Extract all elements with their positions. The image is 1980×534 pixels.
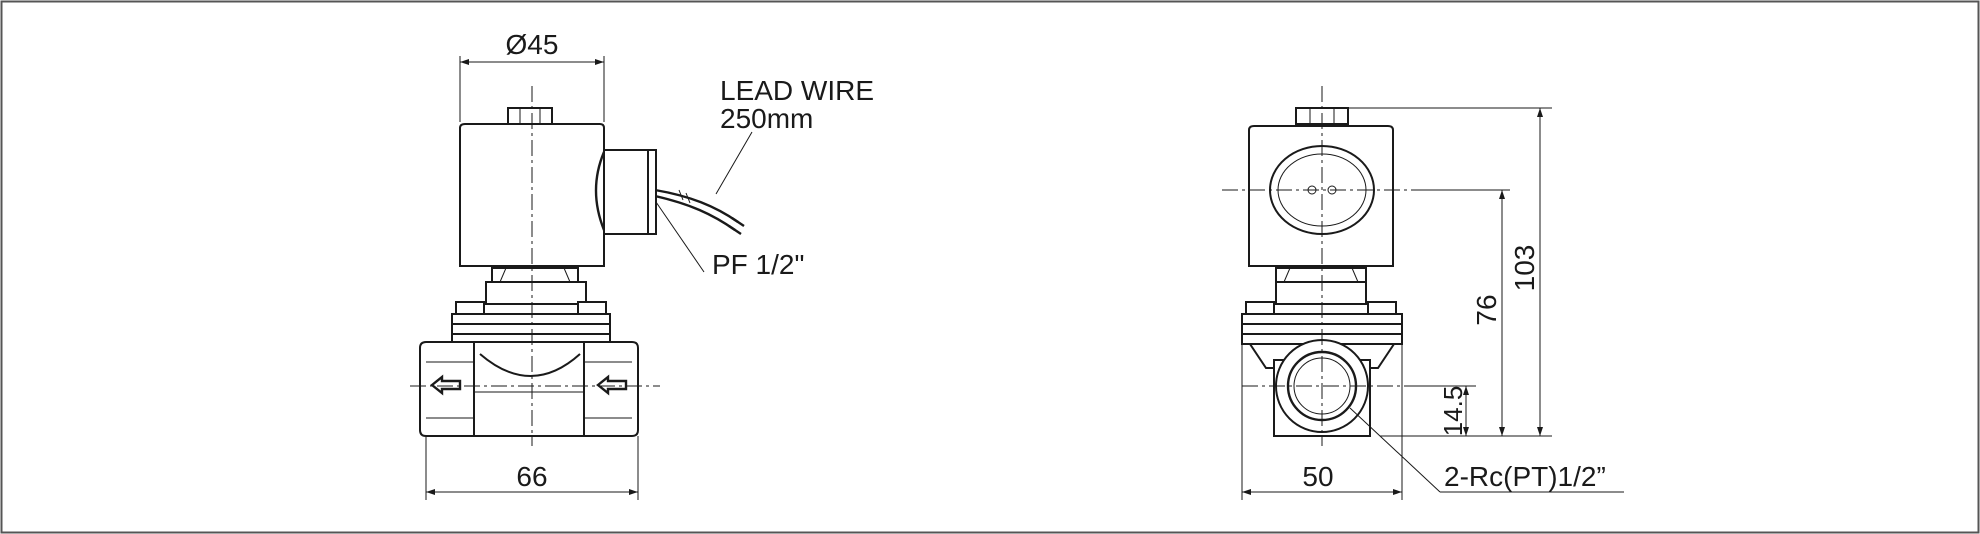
diameter-dimension: [459, 56, 605, 122]
top-nut: [507, 107, 553, 125]
front-view: Ø45 LEAD WIRE 250mm PF 1/2" 66: [410, 29, 874, 500]
port-spec-leader: [1349, 407, 1624, 493]
left-port: [419, 341, 475, 437]
side-bonnet: [1275, 281, 1367, 305]
port-spec-label: 2-Rc(PT)1/2”: [1444, 461, 1606, 492]
width-dimension-front: [425, 436, 639, 500]
conduit-box: [603, 149, 657, 235]
right-port: [583, 341, 639, 437]
lead-wire-label: LEAD WIRE: [720, 75, 874, 106]
lower-nut: [491, 267, 579, 283]
height-total-dimension: [1537, 108, 1543, 436]
height-port-dimension: [1463, 386, 1469, 436]
side-view: 103 76 14.5 50 2-Rc(PT)1/2”: [1222, 86, 1624, 500]
side-coil: [1248, 125, 1394, 267]
width-front-label: 66: [516, 461, 547, 492]
height-coil-label: 76: [1471, 294, 1502, 325]
conduit-label: PF 1/2": [712, 249, 804, 280]
height-total-label: 103: [1509, 245, 1540, 292]
flange: [451, 313, 611, 343]
width-side-label: 50: [1302, 461, 1333, 492]
diameter-label: Ø45: [506, 29, 559, 60]
side-lower-nut: [1275, 267, 1367, 283]
width-dimension-side: [1241, 344, 1403, 500]
lead-wire-leader: [715, 131, 753, 195]
conduit-leader: [655, 201, 705, 273]
valve-body: [467, 341, 591, 437]
lead-length-label: 250mm: [720, 103, 813, 134]
height-coil-dimension: [1499, 190, 1505, 436]
bonnet: [485, 281, 587, 305]
height-port-label: 14.5: [1438, 386, 1468, 437]
lead-wires: [654, 188, 745, 235]
